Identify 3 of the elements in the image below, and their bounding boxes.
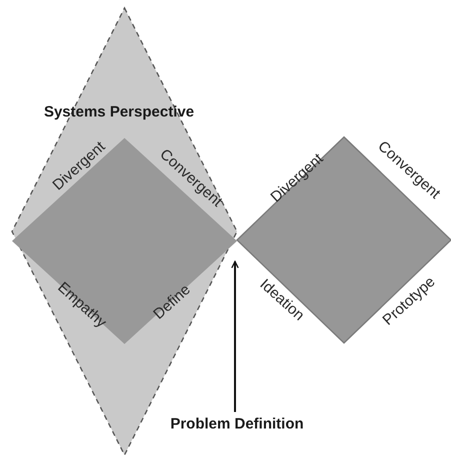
heading: Systems Perspective — [44, 104, 194, 120]
arrow — [231, 260, 239, 412]
arrow-label: Problem Definition — [170, 416, 304, 432]
